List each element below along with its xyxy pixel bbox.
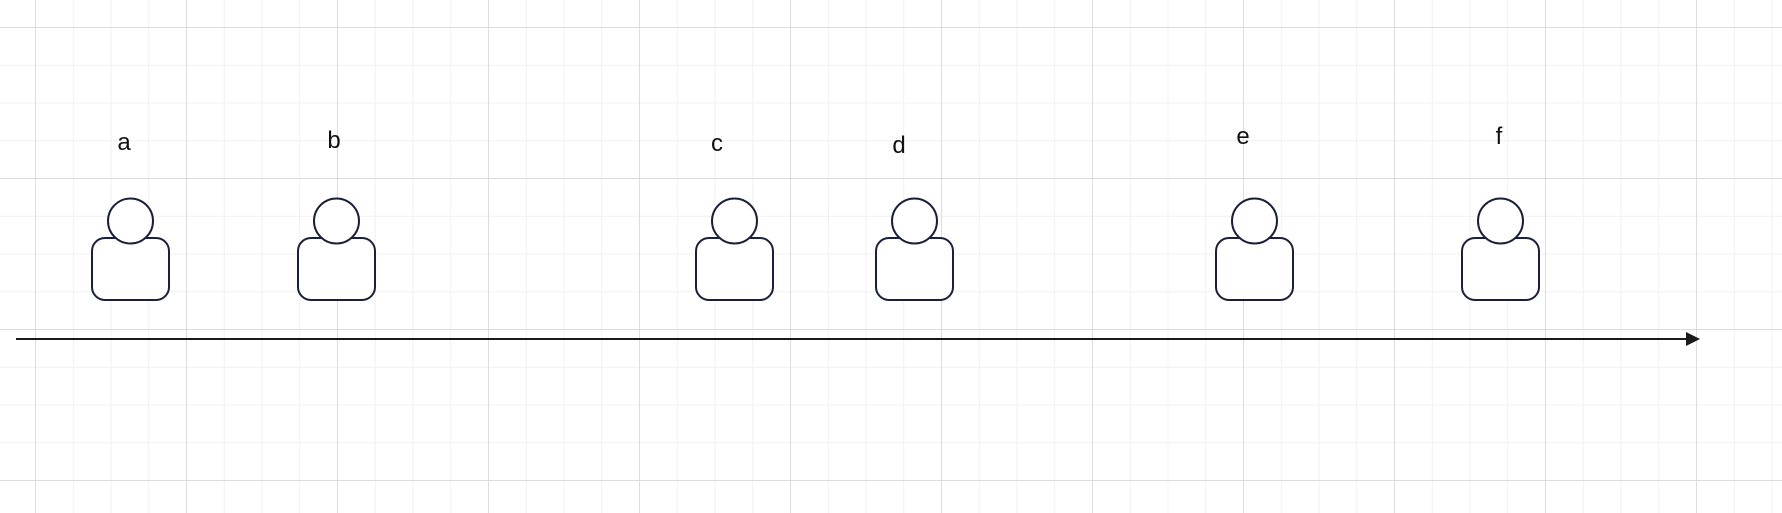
actor-f[interactable]: f	[1461, 123, 1540, 301]
person-icon	[695, 197, 774, 301]
person-icon	[875, 197, 954, 301]
arrowhead-right-icon	[1686, 332, 1700, 346]
person-icon	[1215, 197, 1294, 301]
person-icon	[91, 197, 170, 301]
actor-label: b	[327, 127, 340, 154]
actor-d[interactable]: d	[875, 132, 954, 301]
actor-a[interactable]: a	[91, 129, 170, 301]
actor-e[interactable]: e	[1215, 123, 1294, 301]
actor-label: a	[117, 129, 131, 156]
actor-label: d	[892, 132, 905, 159]
actor-label: e	[1236, 123, 1249, 150]
actor-label: c	[711, 130, 723, 157]
person-icon	[1461, 197, 1540, 301]
actor-label: f	[1496, 123, 1503, 150]
actor-b[interactable]: b	[297, 127, 376, 301]
person-icon	[297, 197, 376, 301]
actor-c[interactable]: c	[695, 130, 774, 301]
